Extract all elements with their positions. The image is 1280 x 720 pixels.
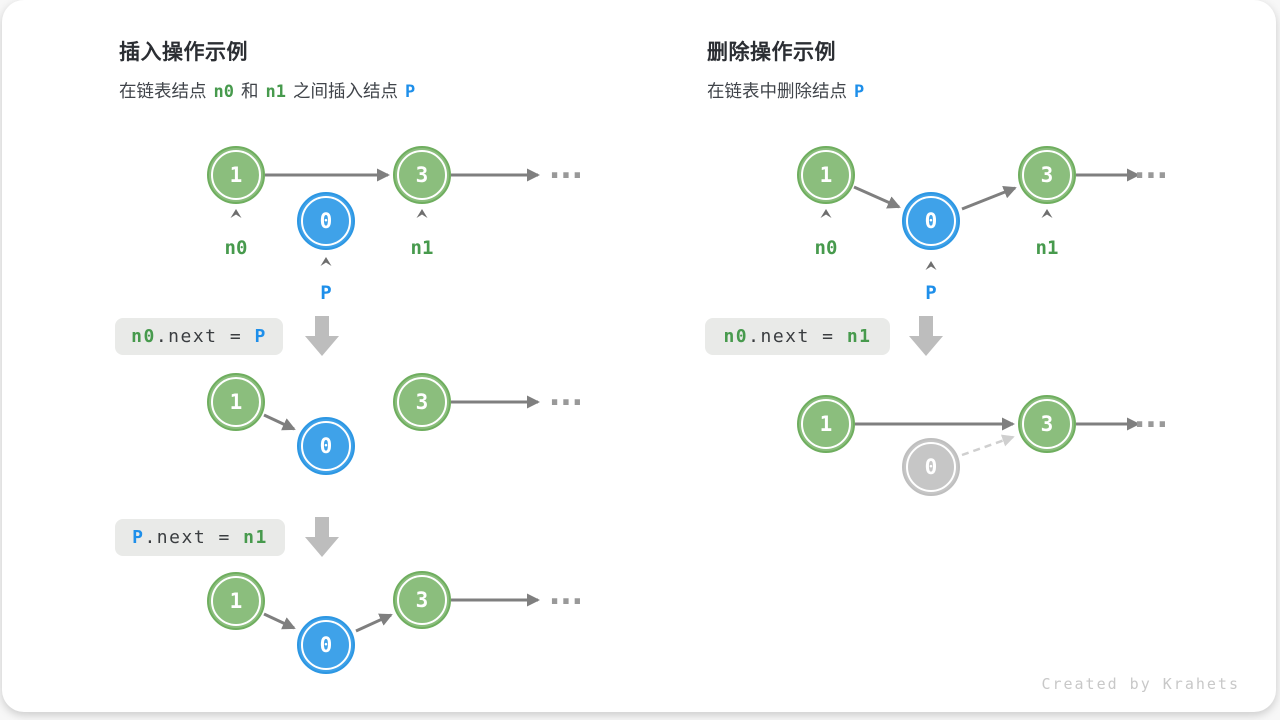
ellipsis: ...	[548, 151, 584, 186]
pointer-label-n0: n0	[224, 237, 248, 259]
pointer-label-n0: n0	[814, 237, 838, 259]
subtitle-text: 在链表中删除结点	[707, 81, 847, 101]
token-n0: n0	[213, 82, 234, 102]
ellipsis: ...	[548, 577, 584, 612]
ellipsis: ...	[1133, 151, 1169, 186]
list-node-p: 0	[297, 417, 355, 475]
pointer-label-p: P	[925, 282, 937, 304]
list-node-3: 3	[393, 571, 451, 629]
node-value: 3	[1040, 163, 1054, 187]
node-value: 1	[229, 163, 243, 187]
token-p: P	[404, 82, 416, 102]
code-rhs: P	[254, 326, 267, 347]
list-node-3: 3	[1018, 146, 1076, 204]
code-mid: .next =	[748, 326, 847, 347]
delete-subtitle: 在链表中删除结点 P	[707, 78, 871, 103]
pointer-label-n1: n1	[1035, 237, 1059, 259]
code-statement: n0.next = P	[115, 318, 283, 355]
code-lhs: n0	[723, 326, 749, 347]
node-value: 3	[1040, 412, 1054, 436]
code-rhs: n1	[243, 527, 268, 548]
watermark: Created by Krahets	[1041, 675, 1240, 693]
node-value: 3	[415, 390, 429, 414]
list-node-p: 0	[297, 616, 355, 674]
list-node-p: 0	[297, 192, 355, 250]
node-value: 0	[319, 209, 333, 233]
subtitle-text: 在链表结点	[119, 81, 207, 101]
node-value: 3	[415, 588, 429, 612]
ellipsis: ...	[548, 378, 584, 413]
code-mid: .next =	[155, 326, 255, 347]
ellipsis: ...	[1133, 400, 1169, 435]
list-node-1: 1	[207, 146, 265, 204]
list-node-3: 3	[393, 373, 451, 431]
code-statement: P.next = n1	[115, 519, 285, 556]
node-value: 1	[819, 412, 833, 436]
node-value: 3	[415, 163, 429, 187]
token-p: P	[854, 82, 865, 102]
list-node-3: 3	[393, 146, 451, 204]
list-node-1: 1	[207, 373, 265, 431]
code-rhs: n1	[846, 326, 872, 347]
node-value: 0	[924, 455, 938, 479]
delete-title: 删除操作示例	[707, 41, 836, 64]
node-value: 1	[229, 390, 243, 414]
pointer-label-p: P	[320, 282, 332, 304]
node-value: 1	[229, 589, 243, 613]
subtitle-text: 之间插入结点	[292, 81, 398, 101]
code-lhs: P	[132, 527, 145, 548]
insert-subtitle: 在链表结点 n0 和 n1 之间插入结点 P	[119, 78, 422, 103]
list-node-1: 1	[207, 572, 265, 630]
node-value: 1	[819, 163, 833, 187]
list-node-p: 0	[902, 192, 960, 250]
node-value: 0	[319, 633, 333, 657]
insert-title: 插入操作示例	[119, 41, 248, 64]
node-value: 0	[319, 434, 333, 458]
list-node-3: 3	[1018, 395, 1076, 453]
list-node-removed: 0	[902, 438, 960, 496]
list-node-1: 1	[797, 146, 855, 204]
list-node-1: 1	[797, 395, 855, 453]
subtitle-text: 和	[240, 81, 259, 101]
code-statement: n0.next = n1	[705, 318, 890, 355]
token-n1: n1	[265, 82, 286, 102]
code-mid: .next =	[144, 527, 244, 548]
code-lhs: n0	[131, 326, 156, 347]
pointer-label-n1: n1	[410, 237, 434, 259]
node-value: 0	[924, 209, 938, 233]
